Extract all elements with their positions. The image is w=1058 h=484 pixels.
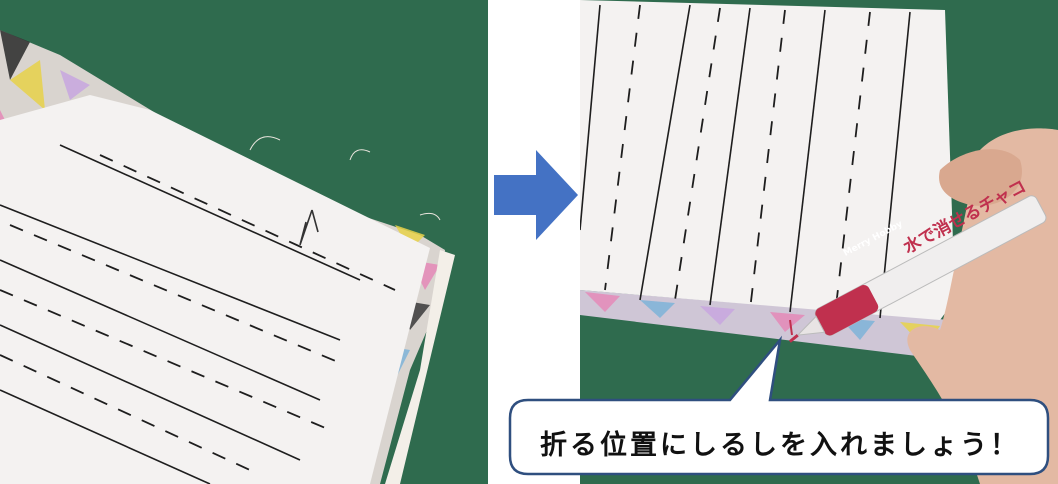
paper-sheet xyxy=(0,95,430,484)
left-photo-scene xyxy=(0,0,488,484)
fabric-edge xyxy=(385,250,455,484)
chalk-marker xyxy=(788,195,1047,343)
paper-dashed-lines xyxy=(0,154,396,471)
right-arrow-icon xyxy=(494,150,578,240)
left-photo xyxy=(0,0,488,484)
paper-solid-lines xyxy=(580,4,911,319)
finger xyxy=(939,149,1022,206)
grain-arrow-mark xyxy=(299,209,319,246)
chalk-mark xyxy=(789,319,793,336)
right-photo: Merry Hobby 水で消せるチャコ xyxy=(580,0,1058,484)
paper-solid-lines xyxy=(0,144,361,484)
right-photo-scene xyxy=(580,0,1058,484)
instruction-caption: 折る位置にしるしを入れましょう！ xyxy=(540,429,1020,461)
paper-dashed-lines xyxy=(604,4,871,316)
fabric-threads xyxy=(249,136,441,221)
